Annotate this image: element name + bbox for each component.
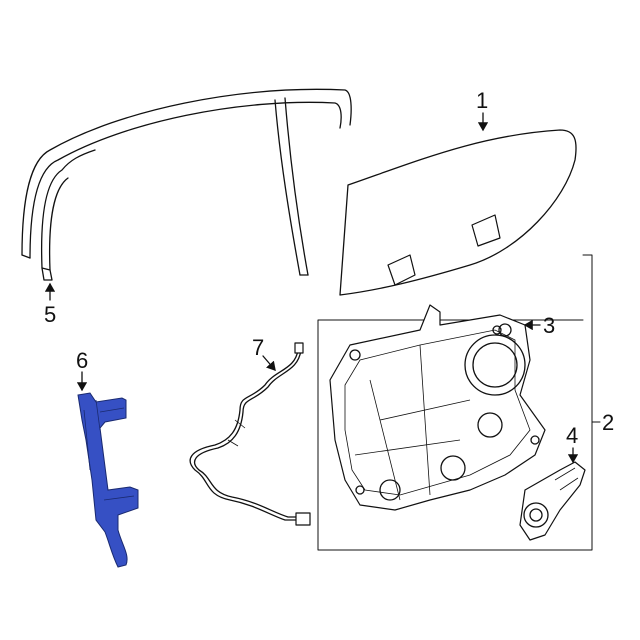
callout-2-box xyxy=(317,254,593,551)
window-motor-part-4 xyxy=(519,461,586,541)
callout-1: 1 xyxy=(476,88,488,113)
callout-2: 2 xyxy=(602,410,614,435)
callout-7-leader xyxy=(262,355,276,371)
callout-6: 6 xyxy=(76,348,88,373)
callout-4: 4 xyxy=(566,423,578,448)
callout-7: 7 xyxy=(252,335,264,360)
wiring-harness-part-7 xyxy=(189,342,311,526)
door-frame-part-5 xyxy=(21,88,352,281)
callout-3: 3 xyxy=(543,313,555,338)
window-glass-part-1 xyxy=(339,129,577,296)
highlighted-bracket-part-6 xyxy=(77,392,139,568)
window-regulator-assembly xyxy=(329,304,546,511)
callout-5: 5 xyxy=(44,302,56,327)
